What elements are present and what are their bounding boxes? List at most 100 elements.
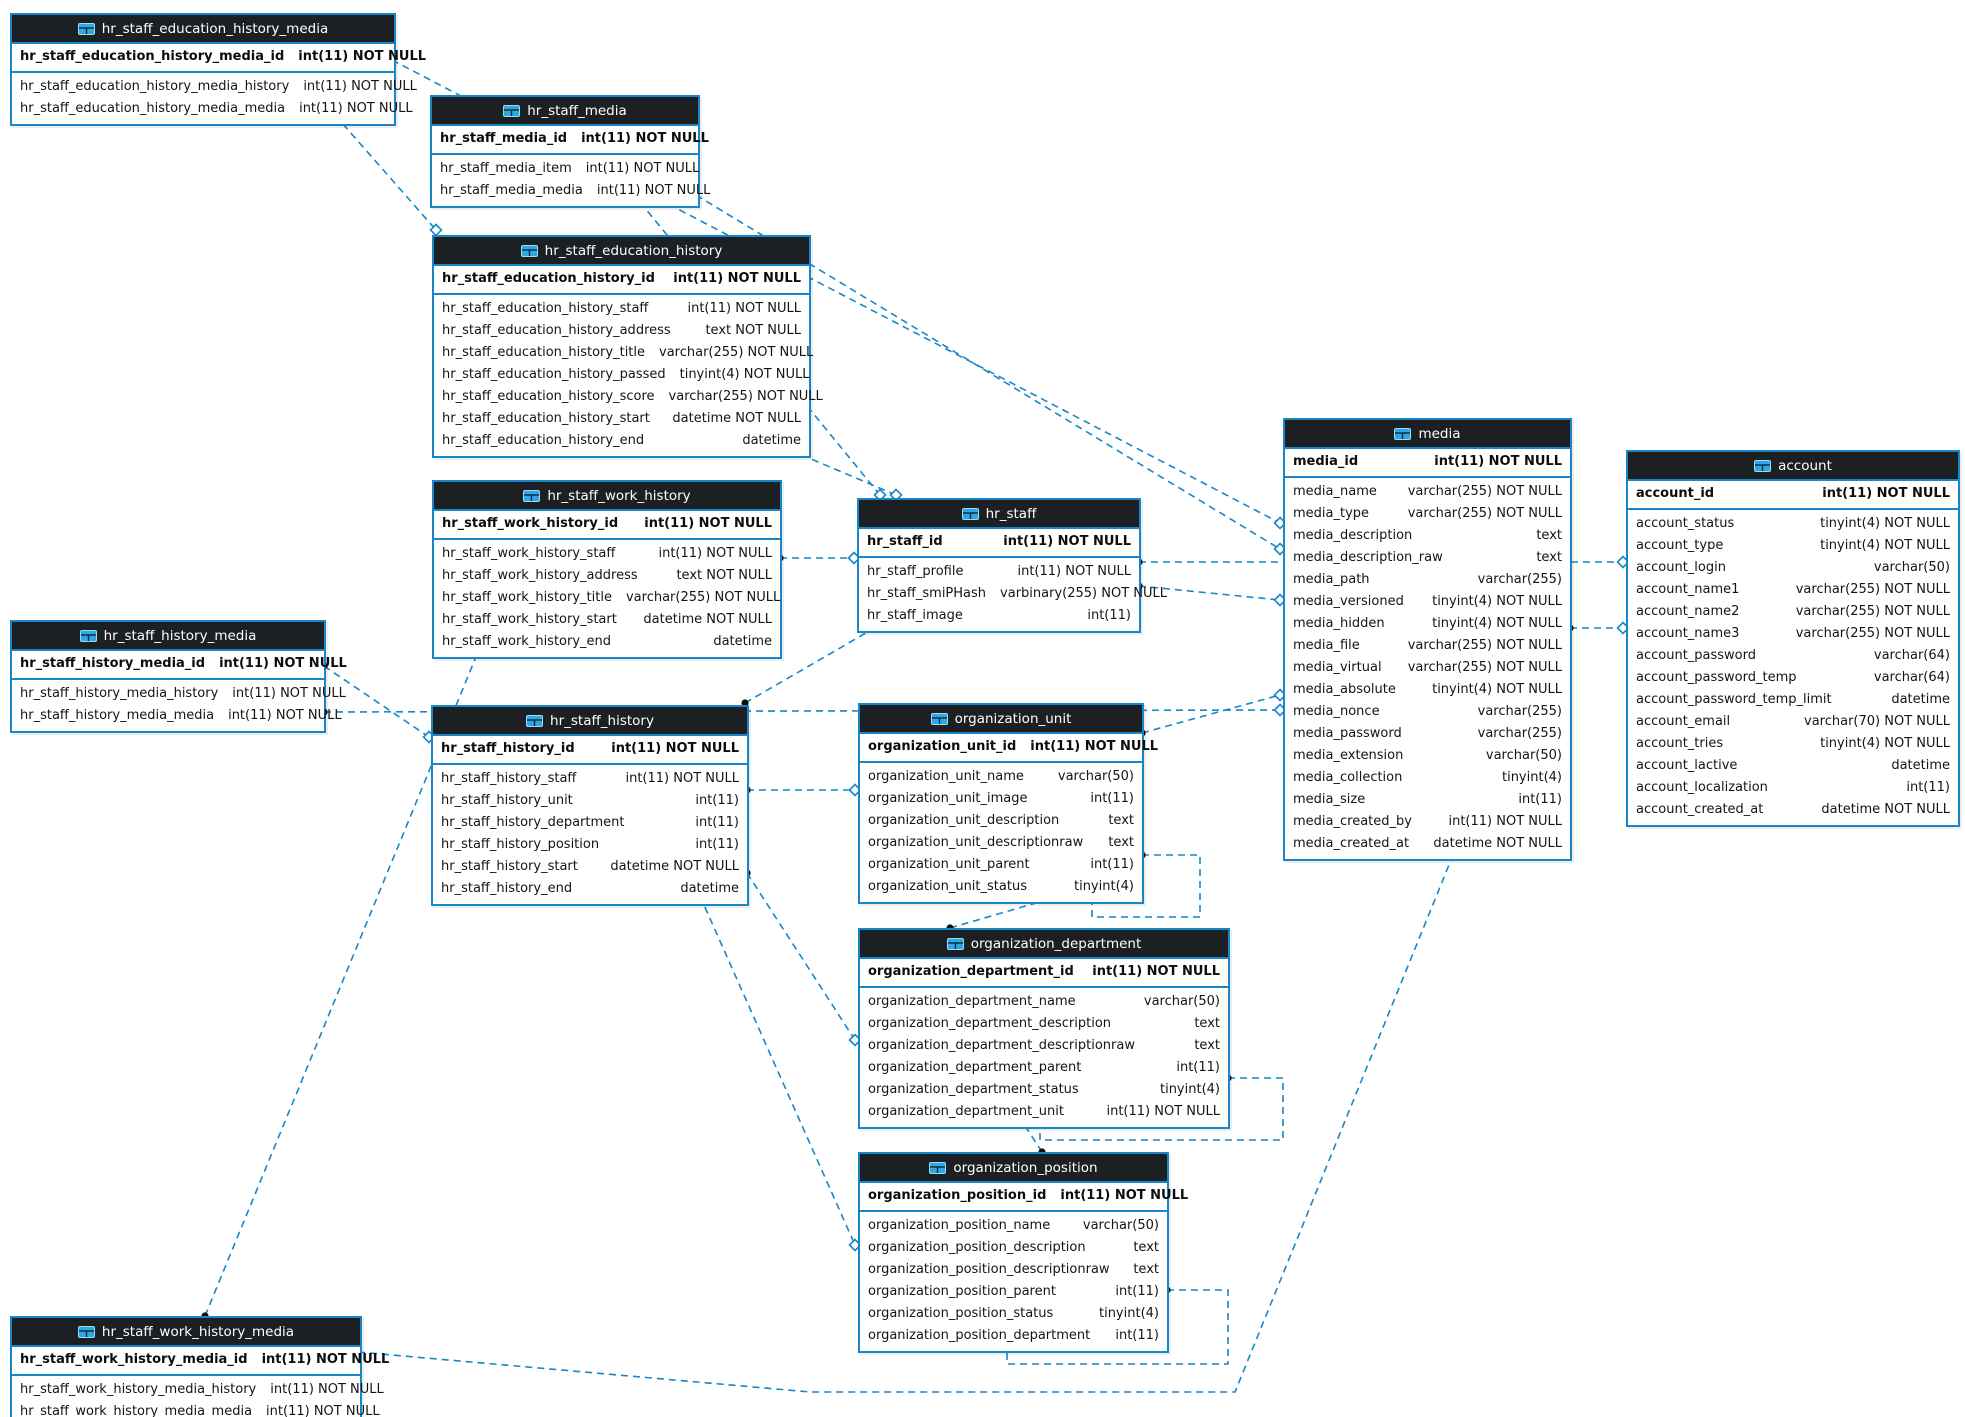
table-header[interactable]: media [1285, 420, 1570, 449]
table-account[interactable]: account account_id int(11) NOT NULL acco… [1626, 450, 1960, 827]
table-header[interactable]: hr_staff_work_history [434, 482, 780, 511]
table-header[interactable]: hr_staff_media [432, 97, 698, 126]
table-hr_staff_history_media[interactable]: hr_staff_history_media hr_staff_history_… [10, 620, 347, 733]
primary-key-row[interactable]: hr_staff_work_history_id int(11) NOT NUL… [434, 511, 780, 540]
table-header[interactable]: hr_staff_history [433, 707, 747, 736]
relationship-work-history-media-to-media[interactable] [357, 854, 1454, 1393]
primary-key-row[interactable]: media_id int(11) NOT NULL [1285, 449, 1570, 478]
table-hr_staff_work_history_media[interactable]: hr_staff_work_history_media hr_staff_wor… [10, 1316, 389, 1417]
table-hr_staff_education_history_media[interactable]: hr_staff_education_history_media hr_staf… [10, 13, 426, 126]
primary-key-row[interactable]: hr_staff_media_id int(11) NOT NULL [432, 126, 709, 155]
table-media[interactable]: media media_id int(11) NOT NULL media_na… [1283, 418, 1572, 861]
table-header[interactable]: hr_staff [859, 500, 1139, 529]
table-header[interactable]: hr_staff_work_history_media [12, 1318, 360, 1347]
table-hr_staff_education_history[interactable]: hr_staff_education_history hr_staff_educ… [432, 235, 823, 458]
relationship-edu-history-media-to-media[interactable] [391, 59, 1281, 524]
primary-key-row[interactable]: organization_position_id int(11) NOT NUL… [860, 1183, 1188, 1212]
relationship-staff-history-to-hr-staff[interactable] [744, 625, 879, 704]
table-header[interactable]: organization_position [860, 1154, 1167, 1183]
primary-key-row[interactable]: hr_staff_history_id int(11) NOT NULL [433, 736, 747, 765]
table-organization_unit[interactable]: organization_unit organization_unit_id i… [858, 703, 1158, 904]
table-hr_staff_history[interactable]: hr_staff_history hr_staff_history_id int… [431, 705, 749, 906]
table-header[interactable]: account [1628, 452, 1958, 481]
table-organization_department[interactable]: organization_department organization_dep… [858, 928, 1230, 1129]
primary-key-row[interactable]: organization_unit_id int(11) NOT NULL [860, 734, 1158, 763]
table-organization_position[interactable]: organization_position organization_posit… [858, 1152, 1188, 1353]
table-header[interactable]: hr_staff_education_history [434, 237, 809, 266]
primary-key-row[interactable]: account_id int(11) NOT NULL [1628, 481, 1958, 510]
relationship-organization-unit-self[interactable] [1091, 854, 1201, 918]
relationship-staff-history-to-organization-position[interactable] [699, 895, 856, 1246]
column-row-hr_staff_education_history_media_history[interactable]: hr_staff_education_history_media_history… [12, 76, 417, 98]
table-hr_staff_work_history[interactable]: hr_staff_work_history hr_staff_work_hist… [432, 480, 782, 659]
relationship-edu-history-media-to-edu-history[interactable] [334, 114, 437, 231]
table-hr_staff[interactable]: hr_staff hr_staff_id int(11) NOT NULL hr… [857, 498, 1167, 633]
table-header[interactable]: organization_unit [860, 705, 1142, 734]
primary-key-row[interactable]: hr_staff_history_media_id int(11) NOT NU… [12, 651, 347, 680]
relationship-organization-department-self[interactable] [1039, 1077, 1284, 1141]
relationship-organization-unit-to-media[interactable] [1141, 694, 1281, 734]
